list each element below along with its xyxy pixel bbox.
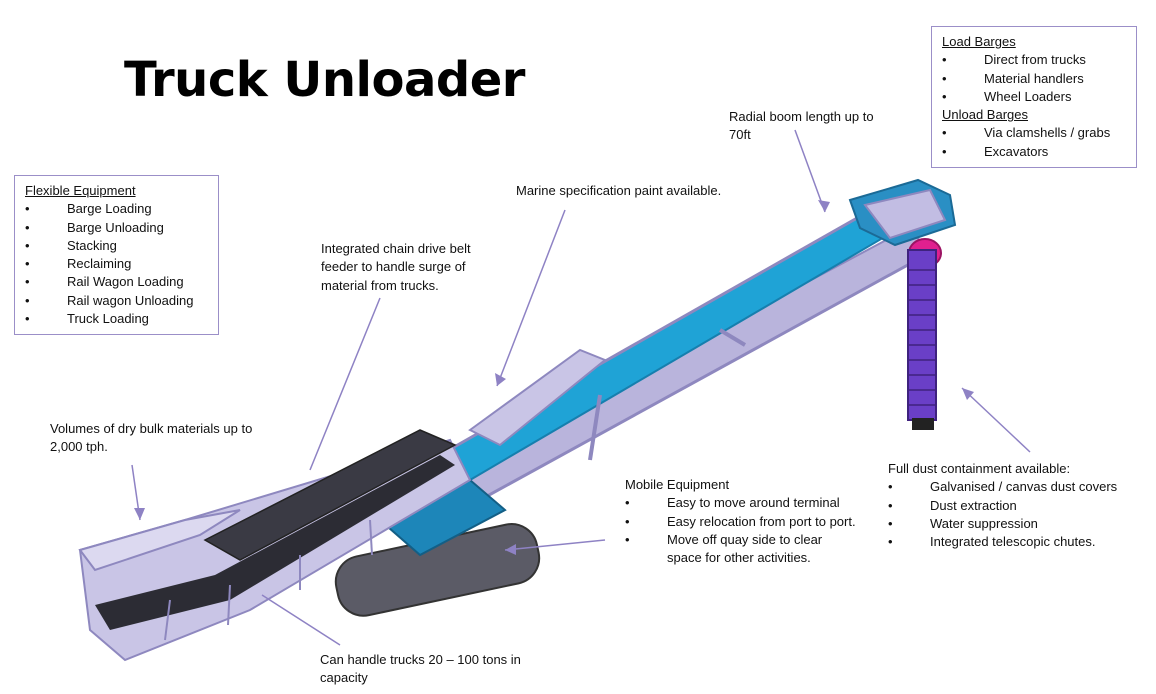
chute-spout <box>912 418 934 430</box>
mobile-equipment-note: Mobile Equipment Easy to move around ter… <box>625 476 860 567</box>
head-frame <box>863 188 947 240</box>
flexible-equipment-list: Barge Loading Barge Unloading Stacking R… <box>25 200 208 328</box>
chute-bellows <box>908 269 936 406</box>
boom-support-arm <box>468 348 607 447</box>
feeder-belt <box>203 429 457 561</box>
unload-barges-list: Via clamshells / grabs Excavators <box>942 124 1126 161</box>
list-item: Direct from trucks <box>942 51 1126 70</box>
pointer-lines <box>131 129 1031 646</box>
load-barges-list: Direct from trucks Material handlers Whe… <box>942 51 1126 106</box>
pointer-dust <box>961 387 1031 453</box>
volumes-note: Volumes of dry bulk materials up to 2,00… <box>50 421 253 455</box>
chain-drive-note: Integrated chain drive belt feeder to ha… <box>321 241 471 293</box>
list-item: Easy relocation from port to port. <box>625 513 860 532</box>
list-item: Stacking <box>25 237 208 256</box>
hopper-inner <box>95 455 455 630</box>
list-item: Integrated telescopic chutes. <box>888 533 1148 552</box>
boom-frame <box>453 228 937 502</box>
boom-strut-2 <box>718 328 747 347</box>
list-item: Water suppression <box>888 515 1148 534</box>
dust-containment-heading: Full dust containment available: <box>888 461 1071 476</box>
pointer-marine-paint <box>496 209 566 387</box>
hopper-ribs <box>164 519 373 641</box>
pointer-trucks <box>261 594 341 646</box>
list-item: Barge Unloading <box>25 219 208 238</box>
flexible-equipment-box: Flexible Equipment Barge Loading Barge U… <box>14 175 219 335</box>
boom-belt <box>438 203 913 482</box>
list-item: Move off quay side to clear space for ot… <box>625 531 860 568</box>
list-item: Via clamshells / grabs <box>942 124 1126 143</box>
marine-paint-note: Marine specification paint available. <box>516 183 722 198</box>
barges-box: Load Barges Direct from trucks Material … <box>931 26 1137 168</box>
pointer-radial-boom <box>794 129 826 213</box>
hopper-wall <box>78 509 241 572</box>
radial-boom-note: Radial boom length up to 70ft <box>729 109 874 143</box>
pointer-chain-drive <box>309 297 381 471</box>
flexible-equipment-heading: Flexible Equipment <box>25 183 136 198</box>
pointer-mobile <box>504 539 606 551</box>
pointer-arrowheads <box>134 200 974 555</box>
boom-strut-1 <box>588 394 602 461</box>
unload-barges-heading: Unload Barges <box>942 107 1028 123</box>
telescopic-chute <box>907 249 937 421</box>
list-item: Truck Loading <box>25 310 208 329</box>
list-item: Rail wagon Unloading <box>25 292 208 311</box>
trucks-note: Can handle trucks 20 – 100 tons in capac… <box>320 652 521 686</box>
page-title: Truck Unloader <box>124 52 525 108</box>
boom-rail-lower <box>479 248 936 502</box>
load-barges-heading: Load Barges <box>942 34 1016 49</box>
list-item: Reclaiming <box>25 255 208 274</box>
list-item: Wheel Loaders <box>942 88 1126 107</box>
mobile-equipment-heading: Mobile Equipment <box>625 477 730 492</box>
list-item: Excavators <box>942 143 1126 162</box>
list-item: Easy to move around terminal <box>625 494 860 513</box>
list-item: Material handlers <box>942 70 1126 89</box>
list-item: Barge Loading <box>25 200 208 219</box>
dust-containment-list: Galvanised / canvas dust covers Dust ext… <box>888 478 1148 551</box>
list-item: Galvanised / canvas dust covers <box>888 478 1148 497</box>
list-item: Rail Wagon Loading <box>25 273 208 292</box>
list-item: Dust extraction <box>888 497 1148 516</box>
mobile-equipment-list: Easy to move around terminal Easy reloca… <box>625 494 860 567</box>
dust-containment-note: Full dust containment available: Galvani… <box>888 460 1148 552</box>
